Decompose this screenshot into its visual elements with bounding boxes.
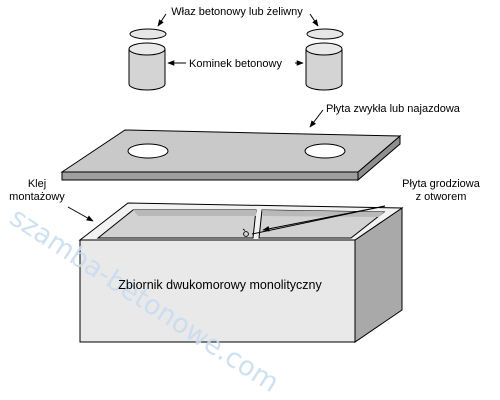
label-partition-line2: z otworem: [416, 191, 467, 203]
slab-hole-left: [127, 143, 169, 159]
manhole-lid-right: [306, 28, 344, 40]
cover-slab: [60, 129, 402, 182]
label-tank: Zbiornik dwukomorowy monolityczny: [118, 278, 322, 292]
slab-top: [60, 129, 402, 173]
label-chimney: Kominek betonowy: [189, 58, 282, 70]
arrow-adhesive: [67, 206, 94, 222]
label-adhesive-line1: Klej: [28, 178, 46, 190]
tank: [78, 202, 404, 343]
manhole-lid-left: [129, 28, 167, 40]
partition-hole-icon: [242, 228, 249, 237]
chamber-left-wall: [133, 210, 256, 216]
arrow-partition-hole: [251, 205, 386, 235]
label-slab: Płyta zwykła lub najazdowa: [326, 103, 461, 115]
slab-front-edge: [61, 171, 359, 181]
slab-hole-right: [304, 143, 346, 159]
arrow-manhole-left: [157, 13, 167, 27]
chimney-right: [305, 42, 343, 91]
arrow-manhole-right: [309, 13, 319, 27]
label-partition-line1: Płyta grodziowa: [402, 178, 481, 190]
chimney-left: [128, 42, 166, 91]
label-adhesive-line2: montażowy: [9, 191, 65, 203]
arrow-slab: [309, 109, 324, 128]
label-manhole: Właz betonowy lub żeliwny: [171, 6, 303, 18]
